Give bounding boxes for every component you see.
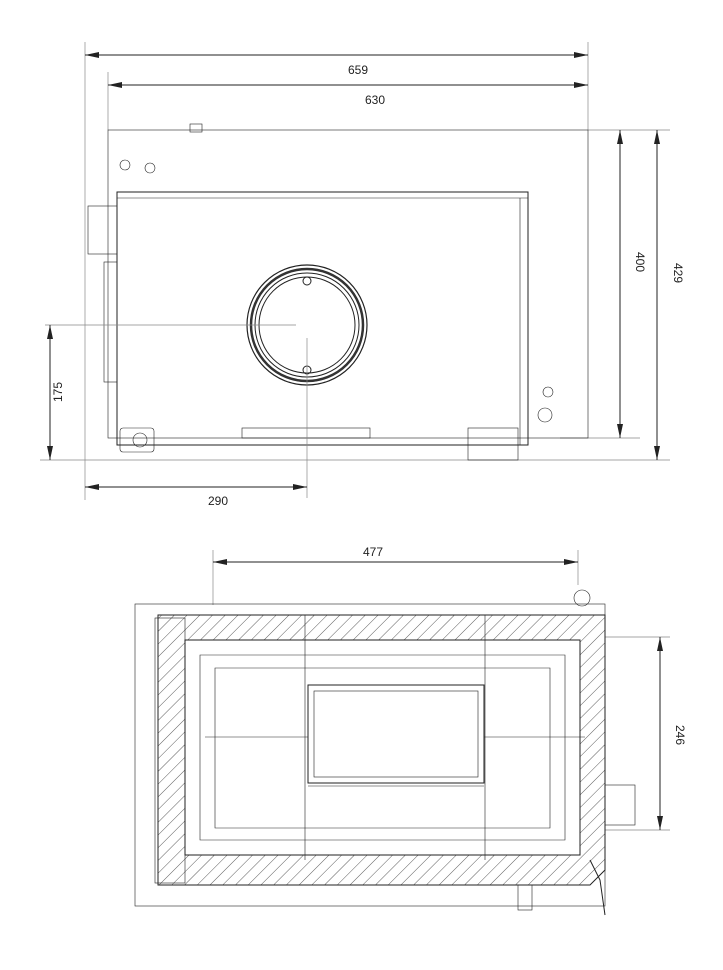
dimension-label: 290	[208, 494, 228, 508]
dimension-label: 630	[365, 93, 385, 107]
dimension-label: 477	[363, 545, 383, 559]
plan-view: 477 246	[134, 545, 687, 916]
dimension-label: 429	[671, 263, 685, 283]
dimension-label: 659	[348, 63, 368, 77]
dimension-label: 400	[633, 252, 647, 272]
front-view: 659 630 400 429 175 290	[40, 42, 685, 508]
dimension-label: 246	[673, 725, 687, 745]
dimension-label: 175	[51, 382, 65, 402]
